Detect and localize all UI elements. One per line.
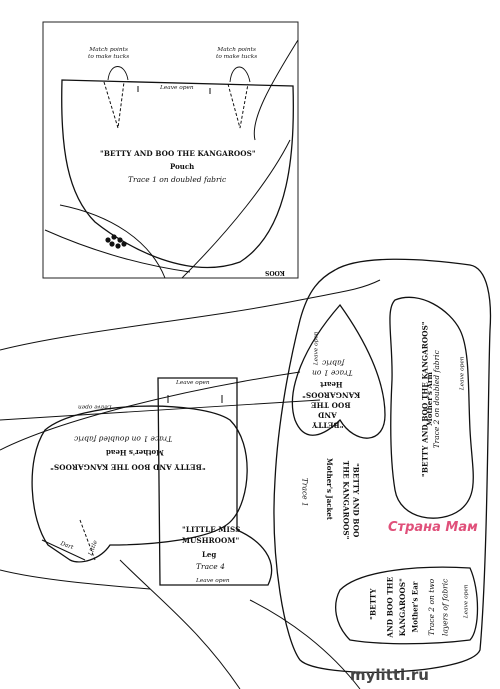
match-arc-left: [107, 66, 129, 81]
head-leave-open: Leave open: [78, 403, 112, 410]
lower-curve-1: [0, 279, 381, 351]
pouch-match-points-left: Match points to make tucks: [88, 47, 130, 60]
pouch-outline: [61, 79, 294, 269]
pouch-page-border: [42, 21, 299, 279]
heart-title-line4: KANGAROOS": [302, 390, 361, 400]
pouch-stray-curve-1: [44, 229, 191, 273]
heart-leave-open: Leave open: [313, 331, 320, 366]
match-arc-right: [229, 66, 251, 83]
ear-instruction-line1: Trace 2 on two: [427, 578, 437, 636]
leg-leave-open-bottom: Leave open: [196, 578, 230, 584]
pouch-match-points-right: Match points to make tucks: [216, 47, 258, 60]
heart-instruction-line1: Trace 1 on: [312, 368, 353, 378]
arm-instruction: Trace 2 on doubled fabric: [431, 350, 441, 449]
jacket-title-line1: "BETTY AND BOO: [351, 462, 361, 538]
pouch-tuck-left: [103, 81, 125, 129]
heart-title-line1: "BETTY: [312, 420, 344, 430]
ear-piece-name: Mother's Ear: [410, 581, 420, 633]
pouch-piece-name: Pouch: [170, 162, 195, 171]
head-dart-dash: [79, 519, 96, 561]
heart-title-line3: BOO THE: [311, 400, 351, 410]
leg-title-line2: MUSHROOM": [182, 536, 240, 545]
pouch-dots: [105, 234, 127, 249]
jacket-piece-name: Mother's Jacket: [325, 457, 335, 521]
ear-title-line3: KANGAROOS": [397, 578, 407, 637]
ear-title-line1: "BETTY: [368, 588, 378, 620]
leg-leave-open-top: Leave open: [176, 380, 210, 386]
mothers-jacket-outline: [273, 258, 492, 673]
head-title: "BETTY AND BOO THE KANGAROOS": [50, 462, 206, 472]
pouch-instruction: Trace 1 on doubled fabric: [128, 175, 227, 184]
pouch-edge-text: KOOS: [265, 268, 285, 276]
pouch-stray-curve-3: [253, 39, 299, 141]
heart-title-line2: AND: [318, 410, 337, 420]
head-dart-line: [41, 539, 86, 561]
misc-curve-3: [249, 599, 361, 689]
mothers-ear-outline: [335, 566, 479, 645]
arm-leave-open: Leave open: [459, 356, 466, 391]
leg-piece-name: Leg: [202, 550, 217, 559]
heart-piece-name: Heart: [320, 380, 343, 390]
watermark-url: mylitti.ru: [350, 666, 429, 684]
pouch-title: "BETTY AND BOO THE KANGAROOS": [100, 149, 256, 158]
ear-leave-open: Leave open: [463, 584, 470, 619]
pouch-leave-open: Leave open: [160, 85, 194, 91]
ear-title-line2: AND BOO THE: [385, 576, 395, 638]
ear-instruction-line2: layers of fabric: [440, 578, 450, 636]
pouch-stray-curve-2: [59, 204, 166, 279]
lower-line: [0, 399, 321, 421]
misc-curve-2: [0, 569, 151, 590]
jacket-title-line2: THE KANGAROOS": [341, 460, 351, 540]
mothers-arm-outline: [389, 296, 474, 519]
leg-title-line1: "LITTLE MISS: [182, 525, 241, 534]
misc-curve-1: [119, 559, 241, 689]
leg-outline: [157, 377, 273, 586]
pouch-stray-curve-4: [181, 139, 291, 279]
jacket-instruction: Trace 1: [300, 477, 310, 507]
pouch-tuck-right: [227, 83, 249, 129]
heart-outline: [291, 303, 386, 439]
mothers-head-outline: [31, 405, 248, 563]
watermark-site: Страна Мам: [388, 520, 478, 535]
leg-instruction: Trace 4: [196, 562, 225, 571]
head-piece-name: Mother's Head: [106, 448, 164, 458]
head-instruction: Trace 1 on doubled fabric: [74, 434, 173, 444]
heart-instruction-line2: fabric: [322, 358, 345, 368]
